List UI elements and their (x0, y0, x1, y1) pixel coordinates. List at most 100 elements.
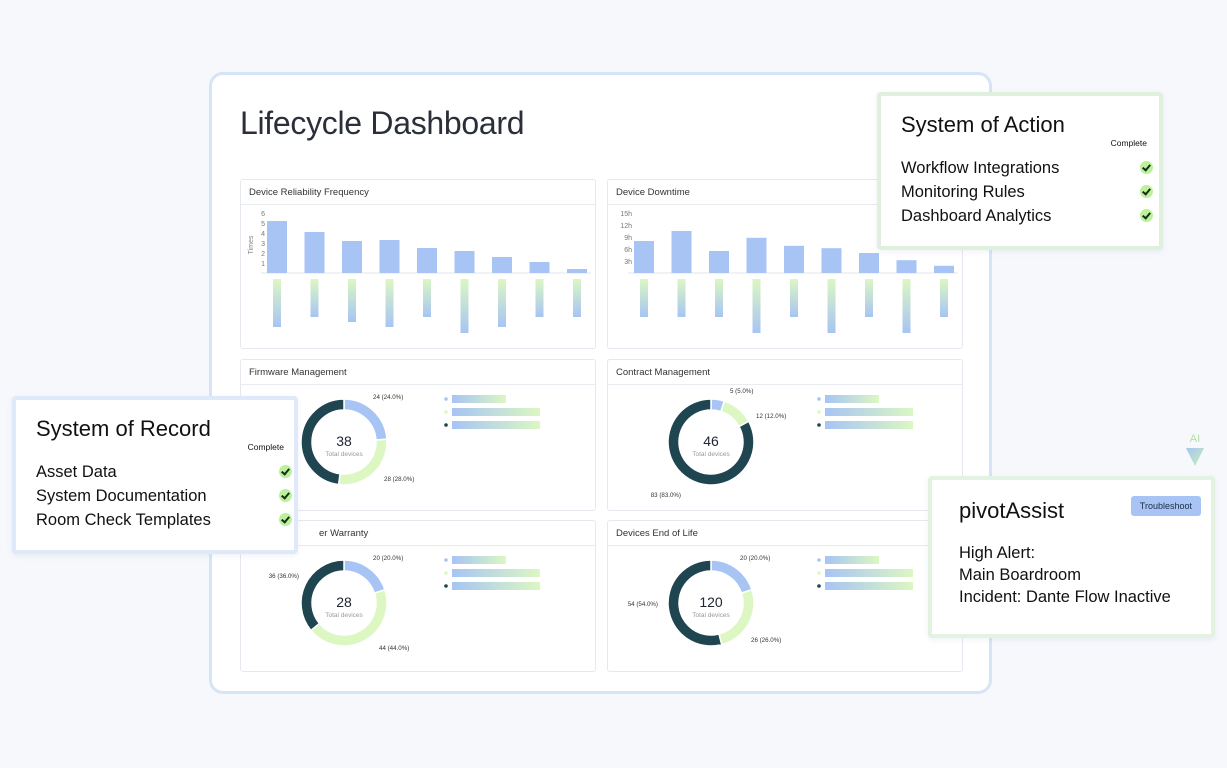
item-label: System Documentation (36, 487, 207, 505)
lower-bar (902, 279, 911, 333)
legend-dot (817, 397, 821, 401)
legend-dot (817, 558, 821, 562)
item-label: Dashboard Analytics (901, 207, 1052, 225)
panel-title: er Warranty (241, 521, 595, 546)
legend-bar (452, 556, 506, 564)
donut-slice (300, 559, 345, 632)
legend-dot (817, 571, 821, 575)
y-tick-label: 6h (624, 247, 632, 254)
legend-dot (817, 410, 821, 414)
legend-bar (452, 421, 540, 429)
bar (529, 262, 550, 273)
check-icon (279, 465, 292, 478)
check-icon (279, 489, 292, 502)
slice-label: 36 (36.0%) (269, 573, 299, 580)
bar (492, 257, 512, 273)
lower-bar (827, 279, 836, 333)
check-icon (1140, 161, 1153, 174)
legend-bar (452, 569, 540, 577)
bar (896, 260, 917, 273)
slice-label: 28 (28.0%) (384, 476, 414, 483)
y-tick-label: 9h (624, 235, 632, 242)
item-label: Room Check Templates (36, 511, 211, 529)
total-label: Total devices (692, 612, 730, 619)
donut-slice (300, 398, 345, 486)
panel-title: Devices End of Life (608, 521, 962, 546)
slice-label: 44 (44.0%) (379, 645, 409, 652)
troubleshoot-button[interactable]: Troubleshoot (1130, 496, 1201, 516)
lower-bar (715, 279, 723, 317)
panel-title: Contract Management (608, 360, 962, 385)
list-item: System Documentation (36, 487, 292, 506)
list-item: Workflow Integrations (901, 159, 1153, 178)
list-item: Dashboard Analytics (901, 207, 1153, 226)
legend-bar (825, 556, 879, 564)
bar (567, 269, 587, 273)
lower-bar (385, 279, 394, 327)
slice-label: 26 (26.0%) (751, 637, 781, 644)
bar (342, 241, 362, 273)
panel-title: Device Downtime (608, 180, 962, 205)
legend-dot (444, 423, 448, 427)
slice-label: 12 (12.0%) (756, 413, 786, 420)
bar (304, 232, 325, 273)
lower-bar (535, 279, 544, 317)
legend-bar (452, 395, 506, 403)
check-icon (1140, 209, 1153, 222)
complete-header: Complete (247, 442, 284, 452)
y-tick-label: 5 (261, 221, 265, 228)
lower-bar (348, 279, 356, 322)
total-label: Total devices (325, 612, 363, 619)
bar (267, 221, 287, 273)
bar (821, 248, 842, 273)
y-tick-label: 6 (261, 211, 265, 218)
item-label: Workflow Integrations (901, 159, 1060, 177)
total-count: 28 (336, 594, 352, 610)
panel-title: Firmware Management (241, 360, 595, 385)
legend-dot (444, 397, 448, 401)
bar (784, 245, 804, 273)
item-label: Asset Data (36, 463, 117, 481)
lower-bar (573, 279, 581, 317)
dashboard-window: Lifecycle Dashboard Device Reliability F… (209, 72, 992, 694)
legend-bar (825, 569, 913, 577)
y-axis-label: Times (248, 235, 255, 254)
total-count: 46 (703, 433, 719, 449)
slice-label: 20 (20.0%) (740, 555, 770, 562)
check-icon (1140, 185, 1153, 198)
slice-label: 5 (5.0%) (730, 388, 753, 395)
alert-line: Incident: Dante Flow Inactive (959, 588, 1171, 606)
legend-bar (825, 395, 879, 403)
system-of-action-card: System of Action Complete Workflow Integ… (877, 92, 1163, 250)
y-tick-label: 4 (261, 231, 265, 238)
lower-bar (423, 279, 431, 317)
bar (379, 240, 400, 273)
legend-dot (444, 410, 448, 414)
bar (934, 265, 954, 273)
alert-line: High Alert: (959, 544, 1036, 562)
slice-label: 54 (54.0%) (628, 601, 658, 608)
bar (746, 237, 767, 273)
lower-bar (640, 279, 648, 317)
y-tick-label: 1 (261, 261, 265, 268)
ai-arrow-icon (1186, 448, 1204, 466)
legend-bar (825, 408, 913, 416)
lower-bar (273, 279, 281, 327)
legend-dot (817, 584, 821, 588)
ai-badge: AI (1183, 433, 1207, 467)
total-count: 38 (336, 433, 352, 449)
legend-dot (817, 423, 821, 427)
list-item: Asset Data (36, 463, 292, 482)
legend-dot (444, 571, 448, 575)
y-tick-label: 3h (624, 259, 632, 266)
lower-bar (865, 279, 873, 317)
bar (859, 253, 879, 273)
bar (709, 251, 729, 273)
